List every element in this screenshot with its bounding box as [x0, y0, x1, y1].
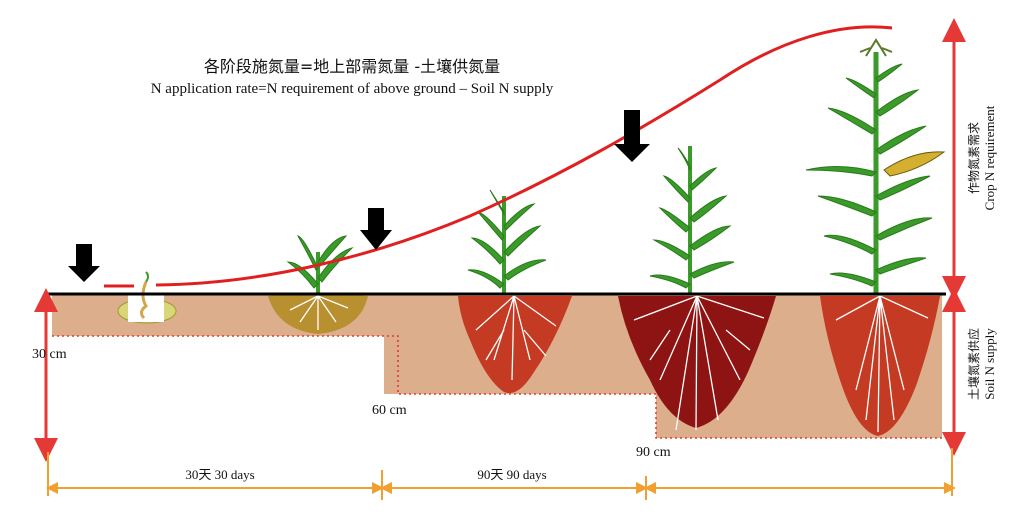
- title-en: N application rate=N requirement of abov…: [151, 81, 554, 97]
- plant-stage-3: [467, 189, 547, 294]
- soil-n-label-zh: 土壤氮素供应: [966, 328, 981, 400]
- arrow-down-icon: [68, 244, 100, 282]
- n-requirement-curve: [104, 25, 893, 288]
- seedling: [128, 271, 164, 322]
- crop-n-label-zh: 作物氮素需求: [966, 122, 981, 194]
- corn-ear: [883, 151, 946, 177]
- tassel: [859, 38, 893, 57]
- depth-label-30: 30 cm: [32, 347, 67, 362]
- arrow-down-icon: [360, 208, 392, 250]
- application-arrows: [68, 110, 650, 282]
- crop-n-label-en: Crop N requirement: [982, 105, 997, 210]
- plant-stage-5: [805, 38, 946, 294]
- period-label-90: 90天 90 days: [477, 467, 546, 482]
- period-label-30: 30天 30 days: [185, 467, 254, 482]
- depth-label-90: 90 cm: [636, 445, 671, 460]
- plant-stage-4: [649, 146, 735, 294]
- soil-n-label-en: Soil N supply: [982, 328, 997, 400]
- plant-stage-2: [286, 235, 354, 294]
- roots: [289, 295, 929, 433]
- depth-label-60: 60 cm: [372, 403, 407, 418]
- arrow-down-icon: [614, 110, 650, 162]
- root-zone-stage-5: [820, 296, 940, 436]
- title-zh: 各阶段施氮量=地上部需氮量 -土壤供氮量: [204, 57, 500, 76]
